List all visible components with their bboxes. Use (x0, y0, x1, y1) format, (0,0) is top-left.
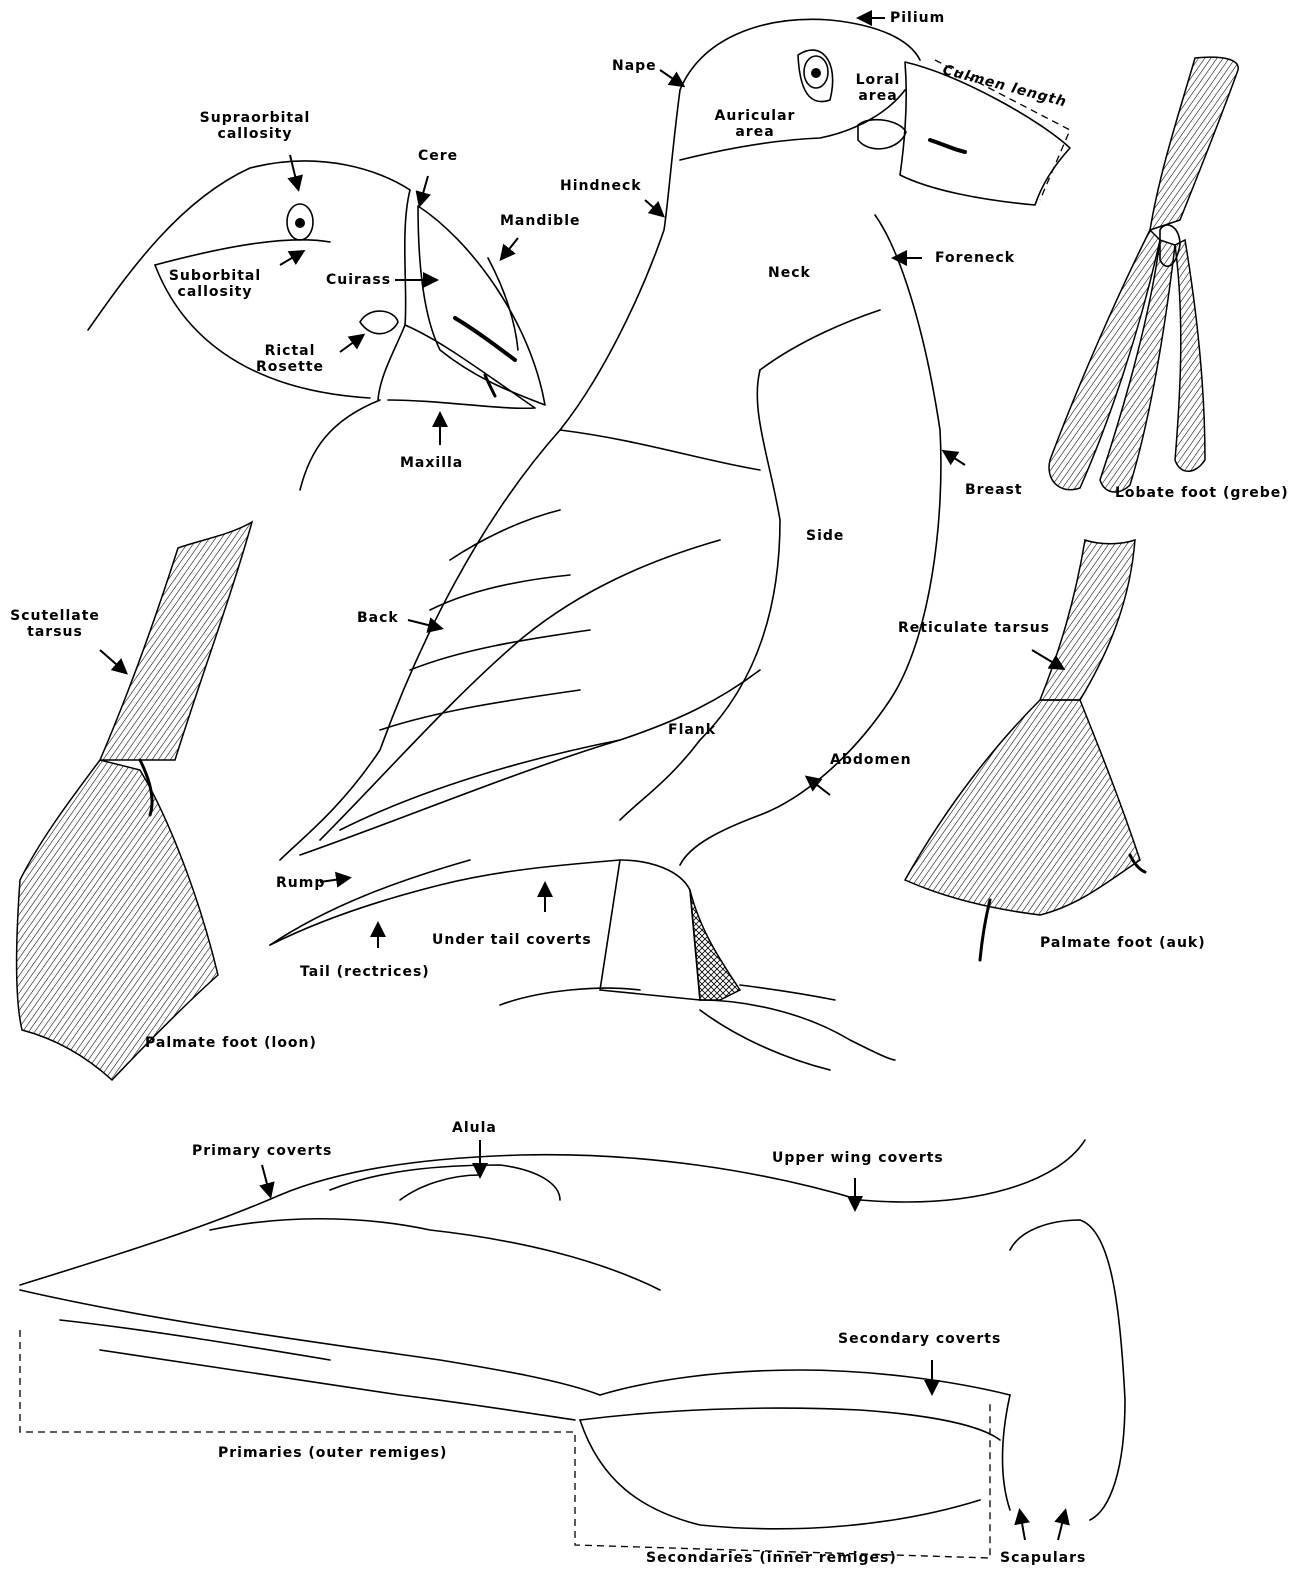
label-scapulars: Scapulars (1000, 1550, 1086, 1566)
label-arrows (100, 18, 1065, 1540)
label-primaries: Primaries (outer remiges) (218, 1445, 447, 1461)
label-reticulate-tarsus: Reticulate tarsus (898, 620, 1050, 636)
label-secondary-coverts: Secondary coverts (838, 1331, 1001, 1347)
puffin-body (270, 19, 1070, 1070)
label-rictal-rosette: Rictal Rosette (250, 343, 330, 375)
label-supraorbital-callosity: Supraorbital callosity (185, 110, 325, 142)
label-rump: Rump (276, 875, 325, 891)
label-cere: Cere (418, 148, 458, 164)
label-lobate-foot-grebe: Lobate foot (grebe) (1115, 485, 1289, 501)
label-palmate-foot-auk: Palmate foot (auk) (1040, 935, 1206, 951)
label-abdomen: Abdomen (830, 752, 912, 768)
label-flank: Flank (668, 722, 716, 738)
label-palmate-foot-loon: Palmate foot (loon) (145, 1035, 317, 1051)
label-scutellate-tarsus: Scutellate tarsus (5, 608, 105, 640)
lobate-foot-grebe (1049, 57, 1238, 492)
label-secondaries: Secondaries (inner remiges) (646, 1550, 897, 1566)
label-mandible: Mandible (500, 213, 580, 229)
label-under-tail-coverts: Under tail coverts (432, 932, 592, 948)
label-suborbital-callosity: Suborbital callosity (150, 268, 280, 300)
label-upper-wing-coverts: Upper wing coverts (772, 1150, 944, 1166)
label-foreneck: Foreneck (935, 250, 1015, 266)
label-maxilla: Maxilla (400, 455, 463, 471)
palmate-foot-loon (16, 522, 252, 1080)
label-side: Side (806, 528, 844, 544)
palmate-foot-auk (905, 540, 1145, 960)
label-breast: Breast (965, 482, 1023, 498)
label-hindneck: Hindneck (560, 178, 642, 194)
label-neck: Neck (768, 265, 811, 281)
label-loral-area: Loral area (838, 72, 918, 104)
label-back: Back (357, 610, 399, 626)
label-cuirass: Cuirass (326, 272, 391, 288)
label-pilium: Pilium (890, 10, 945, 26)
label-primary-coverts: Primary coverts (192, 1143, 332, 1159)
label-tail: Tail (rectrices) (300, 964, 430, 980)
wing (20, 1140, 1125, 1558)
label-auricular-area: Auricular area (700, 108, 810, 140)
head-closeup (88, 161, 545, 490)
label-nape: Nape (612, 58, 657, 74)
label-alula: Alula (452, 1120, 497, 1136)
